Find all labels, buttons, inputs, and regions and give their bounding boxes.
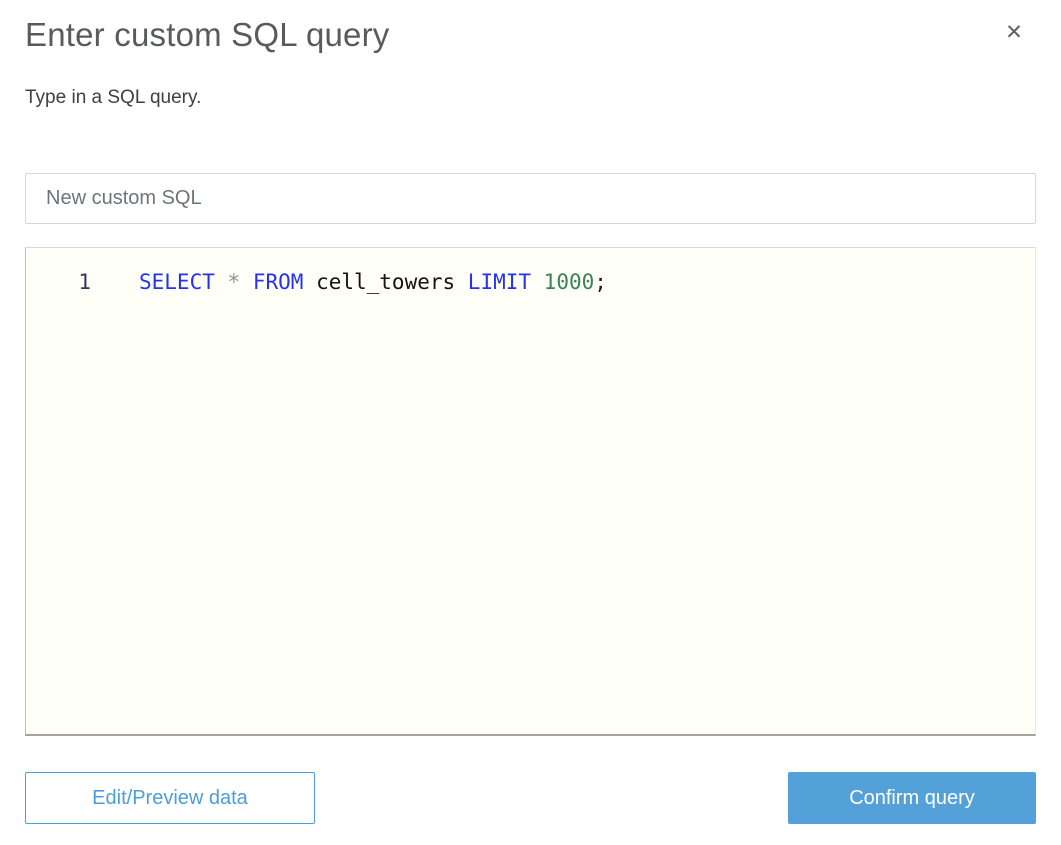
confirm-query-button[interactable]: Confirm query <box>788 772 1036 824</box>
code-token-plain <box>303 270 316 294</box>
code-token-keyword: SELECT <box>139 270 215 294</box>
code-token-number: 1000 <box>543 270 595 294</box>
line-number: 1 <box>78 270 91 294</box>
edit-preview-data-button[interactable]: Edit/Preview data <box>25 772 315 824</box>
code-token-plain <box>215 270 228 294</box>
code-token-plain <box>240 270 253 294</box>
code-token-plain <box>531 270 544 294</box>
code-token-identifier: cell_towers <box>316 270 456 294</box>
page-title: Enter custom SQL query <box>25 16 390 53</box>
code-token-keyword: LIMIT <box>467 270 532 294</box>
query-name-input[interactable] <box>25 173 1036 224</box>
close-icon[interactable]: ✕ <box>999 18 1029 48</box>
code-token-plain <box>455 270 468 294</box>
code-token-keyword: FROM <box>252 270 304 294</box>
code-token-operator: * <box>227 270 241 294</box>
sql-code-editor[interactable]: 1 SELECT * FROM cell_towers LIMIT 1000; <box>25 247 1036 736</box>
code-token-punct: ; <box>594 270 607 294</box>
sql-code-line: SELECT * FROM cell_towers LIMIT 1000; <box>139 267 607 297</box>
editor-line: 1 SELECT * FROM cell_towers LIMIT 1000; <box>26 248 1035 297</box>
dialog-subtitle: Type in a SQL query. <box>25 87 202 108</box>
